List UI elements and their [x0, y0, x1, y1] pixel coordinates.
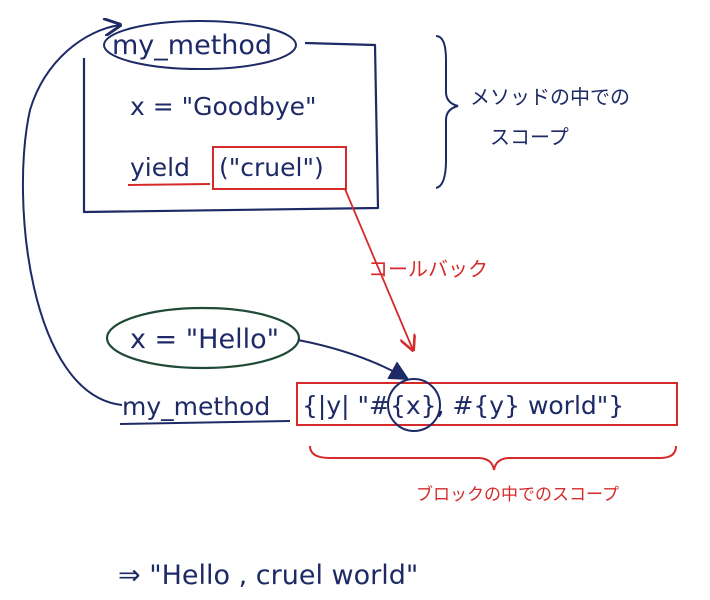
block-box	[296, 382, 678, 426]
hello-to-x-arrow	[297, 339, 410, 380]
call-underline	[119, 420, 291, 425]
hello-assignment: x = "Hello"	[130, 324, 279, 355]
method-scope-label-line2: スコープ	[490, 125, 569, 149]
yield-underline	[127, 183, 211, 186]
yield-keyword: yield	[130, 153, 190, 182]
block-code: {|y| "#{x}, #{y} world"}	[302, 391, 624, 420]
call-method-name: my_method	[122, 392, 270, 421]
method-definition-box	[82, 41, 380, 214]
hello-oval	[105, 306, 301, 370]
interpolation-x-circle	[387, 378, 441, 432]
method-name-label: my_method	[112, 30, 272, 61]
method-scope-label-line1: メソッドの中での	[470, 85, 630, 109]
callback-label: コールバック	[368, 257, 488, 281]
method-name-oval	[103, 20, 297, 70]
block-scope-label: ブロックの中でのスコープ	[416, 484, 619, 505]
yield-args-box	[212, 146, 347, 190]
goodbye-assignment: x = "Goodbye"	[130, 92, 317, 121]
method-scope-brace	[435, 35, 459, 189]
callback-arrow	[344, 188, 413, 350]
call-to-definition-arrow	[22, 25, 122, 406]
block-scope-brace	[309, 445, 677, 471]
result-text: ⇒ "Hello , cruel world"	[118, 560, 418, 591]
yield-args: ("cruel")	[219, 153, 324, 182]
